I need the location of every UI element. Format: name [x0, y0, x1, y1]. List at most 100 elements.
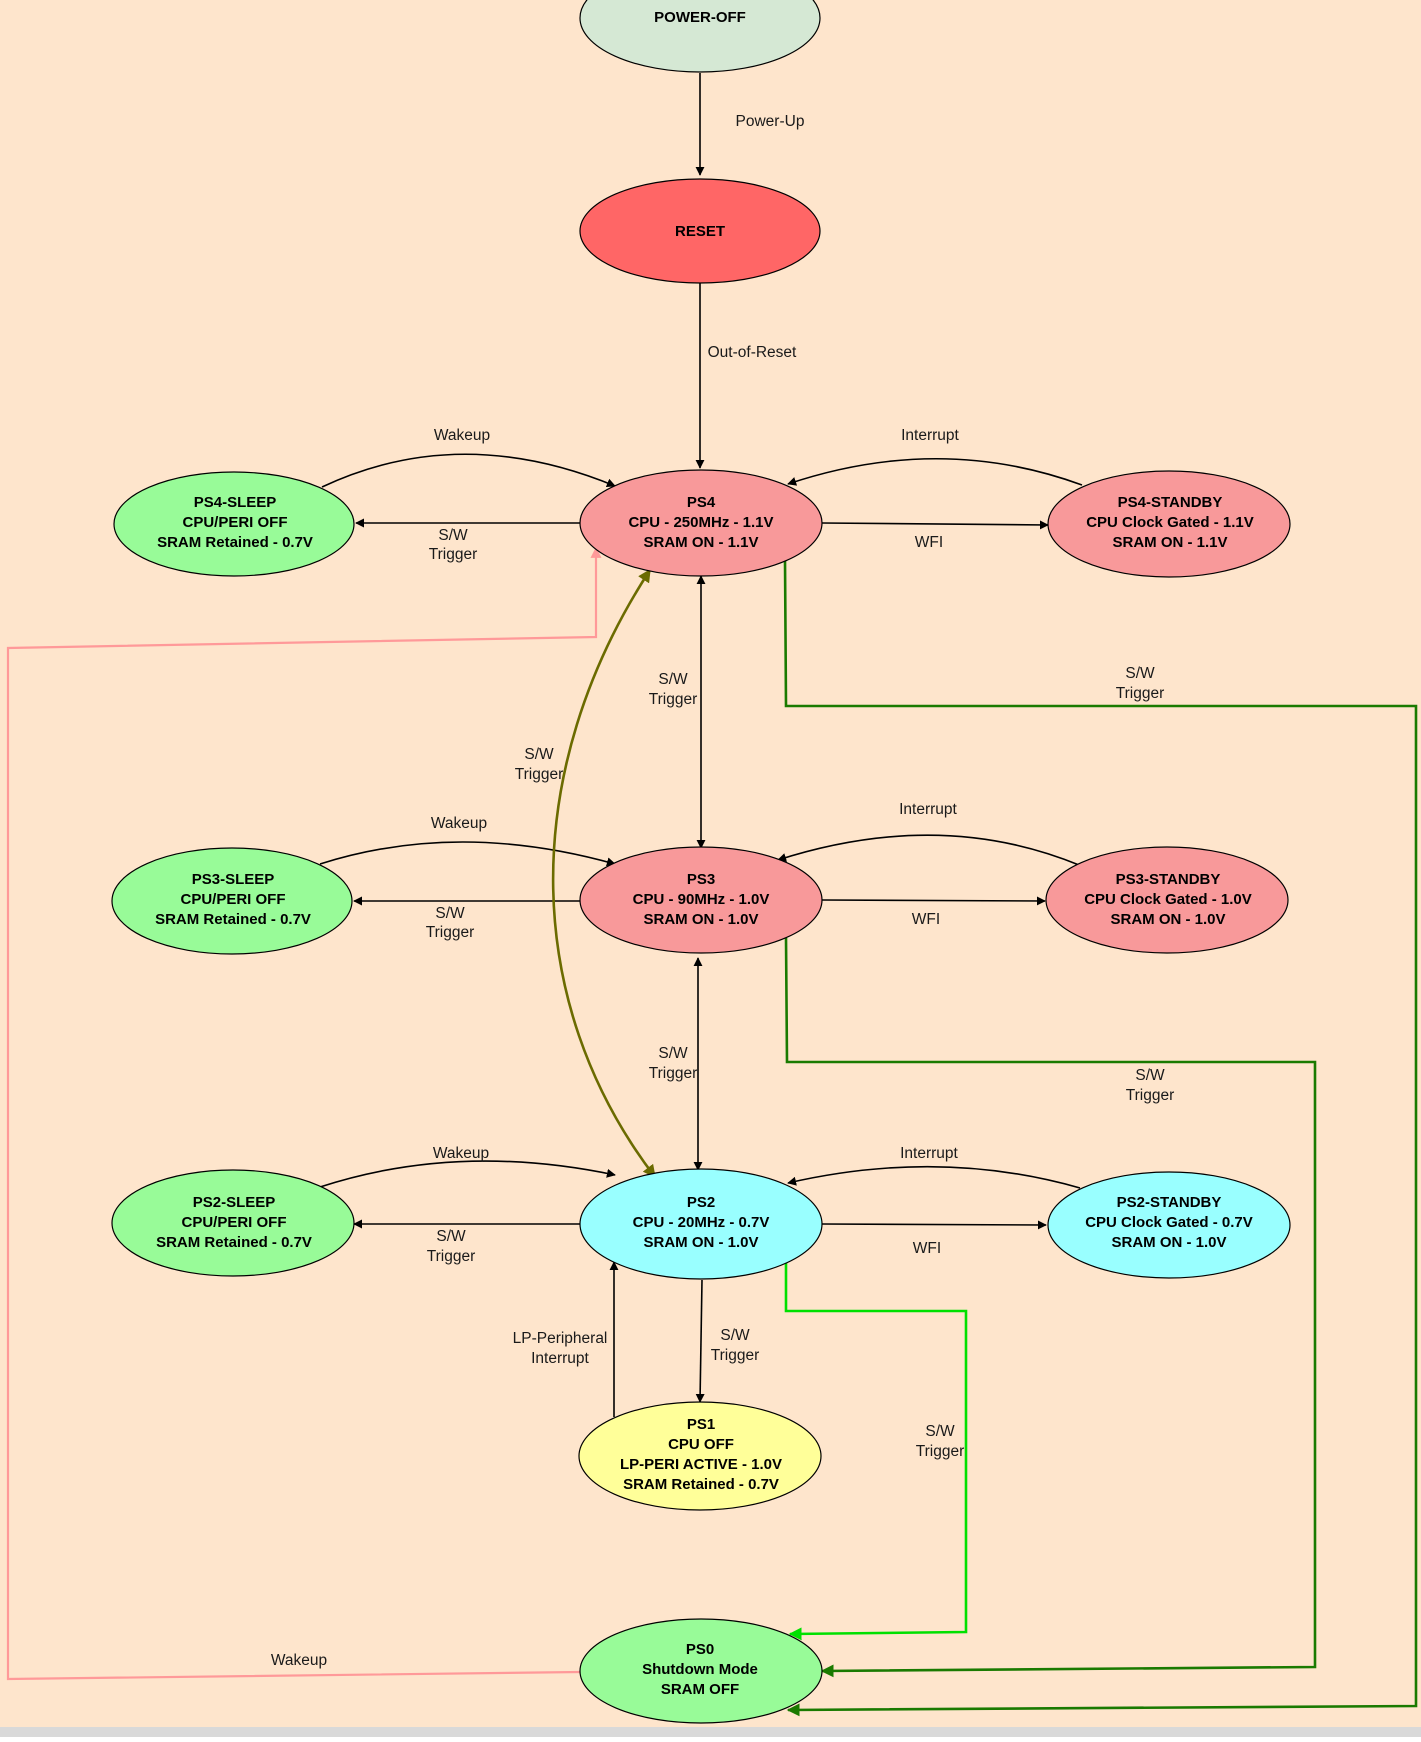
edge-label-ps4-sleep-trigger-2: Trigger — [429, 546, 478, 563]
edge-ps3-standby-interrupt — [777, 834, 1080, 866]
node-label-ps4-sram: SRAM ON - 1.1V — [643, 534, 758, 551]
edge-label-ps4-ps0-trigger-1: S/W — [1125, 665, 1155, 682]
edge-ps2-standby-interrupt — [787, 1165, 1081, 1189]
edge-ps2-to-ps0 — [784, 1262, 968, 1641]
node-label-ps0-mode: Shutdown Mode — [642, 1661, 758, 1678]
edges — [6, 73, 1418, 1717]
node-labels: POWER-OFF RESET PS4-SLEEP CPU/PERI OFF S… — [155, 9, 1254, 1698]
edge-label-ps2-ps0-trigger-1: S/W — [925, 1423, 955, 1440]
edge-label-power-up: Power-Up — [736, 113, 805, 130]
edge-ps3-to-ps0 — [784, 937, 1317, 1678]
node-label-ps4-sleep-cpu: CPU/PERI OFF — [182, 514, 287, 531]
nodes — [111, 0, 1291, 1724]
edge-label-ps2-wfi: WFI — [913, 1240, 941, 1257]
edge-label-ps3-sleep-trigger-1: S/W — [435, 905, 465, 922]
edge-label-ps2-interrupt: Interrupt — [900, 1145, 958, 1162]
edge-label-ps3-ps2-trigger-2: Trigger — [649, 1065, 698, 1082]
node-ps0 — [579, 1618, 823, 1724]
edge-ps3-sleep-wakeup — [319, 841, 616, 867]
edge-ps4-ps2 — [551, 568, 657, 1179]
edge-label-ps4-interrupt: Interrupt — [901, 427, 959, 444]
node-ps3 — [579, 846, 823, 954]
node-label-ps2-sleep-sram: SRAM Retained - 0.7V — [156, 1234, 312, 1251]
edge-label-ps3-wakeup: Wakeup — [431, 815, 487, 832]
node-label-ps1-cpu: CPU OFF — [668, 1436, 734, 1453]
node-label-ps0-title: PS0 — [686, 1641, 714, 1658]
node-label-ps3-sleep-sram: SRAM Retained - 0.7V — [155, 911, 311, 928]
edge-labels: Power-Up Out-of-Reset Wakeup S/W Trigger… — [271, 113, 1174, 1669]
node-label-ps4-sleep-sram: SRAM Retained - 0.7V — [157, 534, 313, 551]
node-label-reset: RESET — [675, 223, 725, 240]
node-label-ps4-sleep-title: PS4-SLEEP — [194, 494, 277, 511]
node-label-ps2-sram: SRAM ON - 1.0V — [643, 1234, 758, 1251]
edge-ps2-to-standby — [821, 1220, 1047, 1230]
node-label-ps4-standby-sram: SRAM ON - 1.1V — [1112, 534, 1227, 551]
node-label-ps1-title: PS1 — [687, 1416, 715, 1433]
edge-label-ps0-wakeup: Wakeup — [271, 1652, 327, 1669]
node-ps1 — [578, 1401, 822, 1511]
node-label-ps3-sleep-title: PS3-SLEEP — [192, 871, 275, 888]
node-label-ps3-standby-cpu: CPU Clock Gated - 1.0V — [1084, 891, 1252, 908]
node-label-ps3-cpu: CPU - 90MHz - 1.0V — [633, 891, 770, 908]
edge-label-ps2-ps0-trigger-2: Trigger — [916, 1443, 965, 1460]
node-label-ps1-sram: SRAM Retained - 0.7V — [623, 1476, 779, 1493]
edge-label-ps3-interrupt: Interrupt — [899, 801, 957, 818]
node-label-ps3-standby-title: PS3-STANDBY — [1116, 871, 1221, 888]
node-label-ps1-peri: LP-PERI ACTIVE - 1.0V — [620, 1456, 782, 1473]
node-label-ps4-cpu: CPU - 250MHz - 1.1V — [628, 514, 773, 531]
edge-ps0-wakeup — [6, 546, 602, 1681]
node-label-ps4-standby-title: PS4-STANDBY — [1118, 494, 1223, 511]
node-ps4-sleep — [113, 471, 355, 577]
node-label-ps0-sram: SRAM OFF — [661, 1681, 739, 1698]
node-ps2-standby — [1047, 1171, 1291, 1279]
node-label-power-off: POWER-OFF — [654, 9, 746, 26]
node-label-ps2-sleep-title: PS2-SLEEP — [193, 1194, 276, 1211]
edge-ps4-to-standby — [821, 520, 1049, 530]
edge-label-ps4-ps2-trigger-2: Trigger — [515, 766, 564, 783]
node-reset — [579, 178, 821, 284]
node-label-ps2-standby-sram: SRAM ON - 1.0V — [1111, 1234, 1226, 1251]
node-ps3-standby — [1045, 846, 1289, 954]
node-label-ps4-title: PS4 — [687, 494, 716, 511]
node-label-ps2-sleep-cpu: CPU/PERI OFF — [181, 1214, 286, 1231]
edge-ps2-sleep-wakeup — [319, 1160, 616, 1188]
edge-label-ps4-sleep-trigger-1: S/W — [438, 527, 468, 544]
node-label-ps3-sleep-cpu: CPU/PERI OFF — [180, 891, 285, 908]
edge-label-ps4-ps3-trigger-1: S/W — [658, 671, 688, 688]
edge-ps4-to-ps0 — [783, 559, 1418, 1717]
edge-label-ps3-ps0-trigger-1: S/W — [1135, 1067, 1165, 1084]
node-label-ps2-cpu: CPU - 20MHz - 0.7V — [633, 1214, 770, 1231]
node-label-ps3-title: PS3 — [687, 871, 715, 888]
node-label-ps4-standby-cpu: CPU Clock Gated - 1.1V — [1086, 514, 1254, 531]
edge-ps4-sleep-wakeup — [321, 453, 616, 488]
node-label-ps3-standby-sram: SRAM ON - 1.0V — [1110, 911, 1225, 928]
edge-label-ps4-ps3-trigger-2: Trigger — [649, 691, 698, 708]
edge-label-ps2-ps1-trigger-1: S/W — [720, 1327, 750, 1344]
node-label-ps3-sram: SRAM ON - 1.0V — [643, 911, 758, 928]
node-label-ps2-title: PS2 — [687, 1194, 715, 1211]
edge-label-ps2-ps1-trigger-2: Trigger — [711, 1347, 760, 1364]
edge-label-ps4-ps0-trigger-2: Trigger — [1116, 685, 1165, 702]
node-label-ps2-standby-title: PS2-STANDBY — [1117, 1194, 1222, 1211]
edge-ps2-to-ps1 — [695, 1279, 705, 1403]
edge-label-ps2-sleep-trigger-1: S/W — [436, 1228, 466, 1245]
edge-label-ps3-ps2-trigger-1: S/W — [658, 1045, 688, 1062]
edge-label-out-of-reset: Out-of-Reset — [708, 344, 797, 361]
node-ps4-standby — [1047, 470, 1291, 578]
node-power-off — [579, 0, 821, 73]
edge-label-ps3-ps0-trigger-2: Trigger — [1126, 1087, 1175, 1104]
edge-label-ps4-ps2-trigger-1: S/W — [524, 746, 554, 763]
edge-ps3-to-standby — [821, 896, 1046, 906]
edge-label-ps2-wakeup: Wakeup — [433, 1145, 489, 1162]
edge-label-ps3-wfi: WFI — [912, 911, 940, 928]
node-ps3-sleep — [111, 847, 353, 955]
node-ps2 — [579, 1168, 823, 1280]
edge-label-lp-interrupt-1: LP-Peripheral — [513, 1330, 608, 1347]
node-ps4 — [579, 469, 823, 577]
edge-label-ps2-sleep-trigger-2: Trigger — [427, 1248, 476, 1265]
node-label-ps2-standby-cpu: CPU Clock Gated - 0.7V — [1085, 1214, 1253, 1231]
edge-label-ps3-sleep-trigger-2: Trigger — [426, 924, 475, 941]
node-ps2-sleep — [111, 1169, 355, 1277]
